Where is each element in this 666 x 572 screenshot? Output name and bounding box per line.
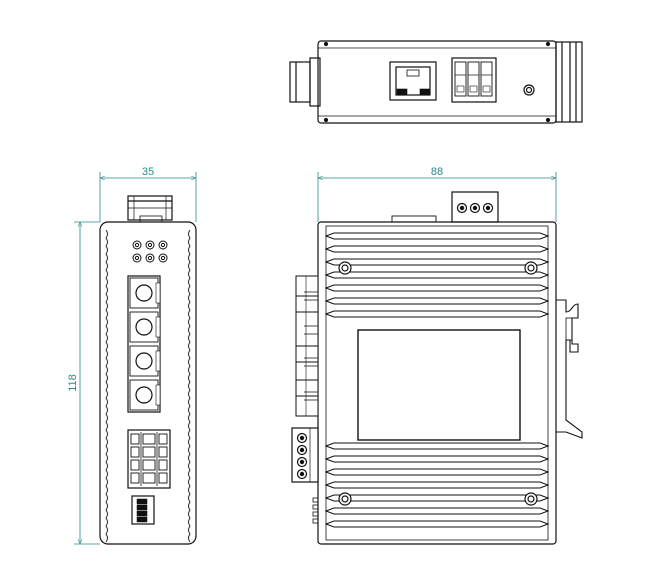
front-view (291, 191, 583, 545)
cooling-fin (324, 232, 550, 240)
led-1 (132, 240, 142, 250)
dip-switch (131, 495, 155, 525)
din-clip-left (289, 57, 321, 107)
cooling-fins-upper (324, 232, 550, 318)
dim-label-118: 118 (67, 374, 79, 392)
front-terminal-block-side (291, 427, 319, 483)
dim-label-88: 88 (431, 166, 443, 178)
led-6 (158, 253, 168, 263)
cooling-fin (324, 271, 550, 279)
dim-width-side (99, 172, 197, 222)
led-indicators (132, 240, 168, 263)
top-view (289, 40, 583, 124)
cooling-fin (324, 284, 550, 292)
side-view (99, 195, 197, 545)
cooling-fin (324, 494, 550, 502)
din-rail-right (555, 41, 583, 123)
mount-screw-top-right (524, 261, 538, 275)
cooling-fin (324, 481, 550, 489)
side-top-bracket (127, 195, 173, 223)
front-label-panel (357, 329, 521, 441)
top-view-body (317, 40, 557, 124)
dim-height-side (74, 221, 100, 545)
fiber-port-4 (129, 379, 161, 411)
front-fiber-connectors (295, 275, 319, 417)
cooling-fin (324, 310, 550, 318)
front-dip-nubs (312, 497, 319, 524)
cooling-fin (324, 507, 550, 515)
fiber-port-3 (129, 345, 161, 377)
led-5 (145, 253, 155, 263)
cooling-fin (324, 455, 550, 463)
terminal-block-side (127, 429, 171, 489)
dim-label-35: 35 (142, 166, 154, 178)
front-top-notch (391, 215, 437, 223)
dimensions (74, 172, 557, 545)
rj45-port (389, 61, 437, 101)
fiber-ports (127, 275, 161, 413)
cooling-fin (324, 258, 550, 266)
side-wavy-edge-left (105, 229, 108, 543)
cooling-fin (324, 297, 550, 305)
din-clip-profile (556, 299, 583, 439)
led-3 (158, 240, 168, 250)
led-4 (132, 253, 142, 263)
fiber-port-2 (129, 311, 161, 343)
cooling-fin (324, 245, 550, 253)
ground-screw-icon (523, 84, 535, 96)
cooling-fin (324, 442, 550, 450)
mount-screw-top-left (338, 261, 352, 275)
mount-screw-bottom-left (338, 492, 352, 506)
fiber-port-1 (129, 277, 161, 309)
terminal-block-top (451, 57, 497, 103)
dim-width-front (317, 172, 557, 222)
mount-screw-bottom-right (524, 492, 538, 506)
side-wavy-edge-right (188, 229, 191, 543)
cooling-fin (324, 520, 550, 528)
cooling-fins-lower (324, 442, 550, 528)
front-terminal-block-top (451, 191, 499, 223)
side-view-body (99, 221, 197, 545)
led-2 (145, 240, 155, 250)
cooling-fin (324, 468, 550, 476)
